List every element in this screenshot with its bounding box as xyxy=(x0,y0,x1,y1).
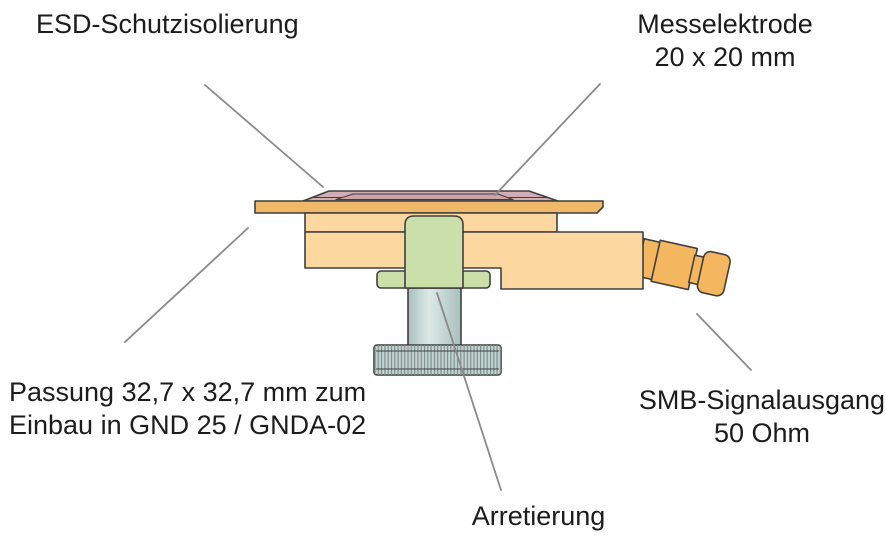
leader-line-lock xyxy=(436,292,502,491)
esd-label: ESD-Schutzisolierung xyxy=(36,9,299,39)
smb-connector-tip xyxy=(696,250,731,297)
fit-label: Passung 32,7 x 32,7 mm zum Einbau in GND… xyxy=(9,376,366,442)
knurled-knob-knurling xyxy=(374,345,501,375)
fit-label-line2: Einbau in GND 25 / GNDA-02 xyxy=(9,410,367,440)
leader-line-fit xyxy=(124,227,249,343)
smb-label-line1: SMB-Signalausgang xyxy=(638,385,886,415)
electrode-label-line2: 20 x 20 mm xyxy=(654,42,796,72)
locking-clamp-block xyxy=(404,215,464,289)
leader-line-smb xyxy=(696,313,752,371)
mounting-flange-plate xyxy=(254,200,604,214)
smb-label-line2: 50 Ohm xyxy=(713,418,811,448)
housing-lower-block xyxy=(304,231,644,290)
electrode-label-line1: Messelektrode xyxy=(637,9,813,39)
electrode-label: Messelektrode 20 x 20 mm xyxy=(600,8,850,74)
leader-line-electrode xyxy=(494,83,601,196)
smb-connector xyxy=(635,238,731,297)
locking-shaft xyxy=(407,287,462,347)
lock-label: Arretierung xyxy=(471,501,606,531)
measuring-electrode-surface xyxy=(335,193,514,201)
smb-label: SMB-Signalausgang 50 Ohm xyxy=(632,384,886,450)
leader-line-esd xyxy=(204,84,324,188)
fit-label-line1: Passung 32,7 x 32,7 mm zum xyxy=(9,377,367,407)
